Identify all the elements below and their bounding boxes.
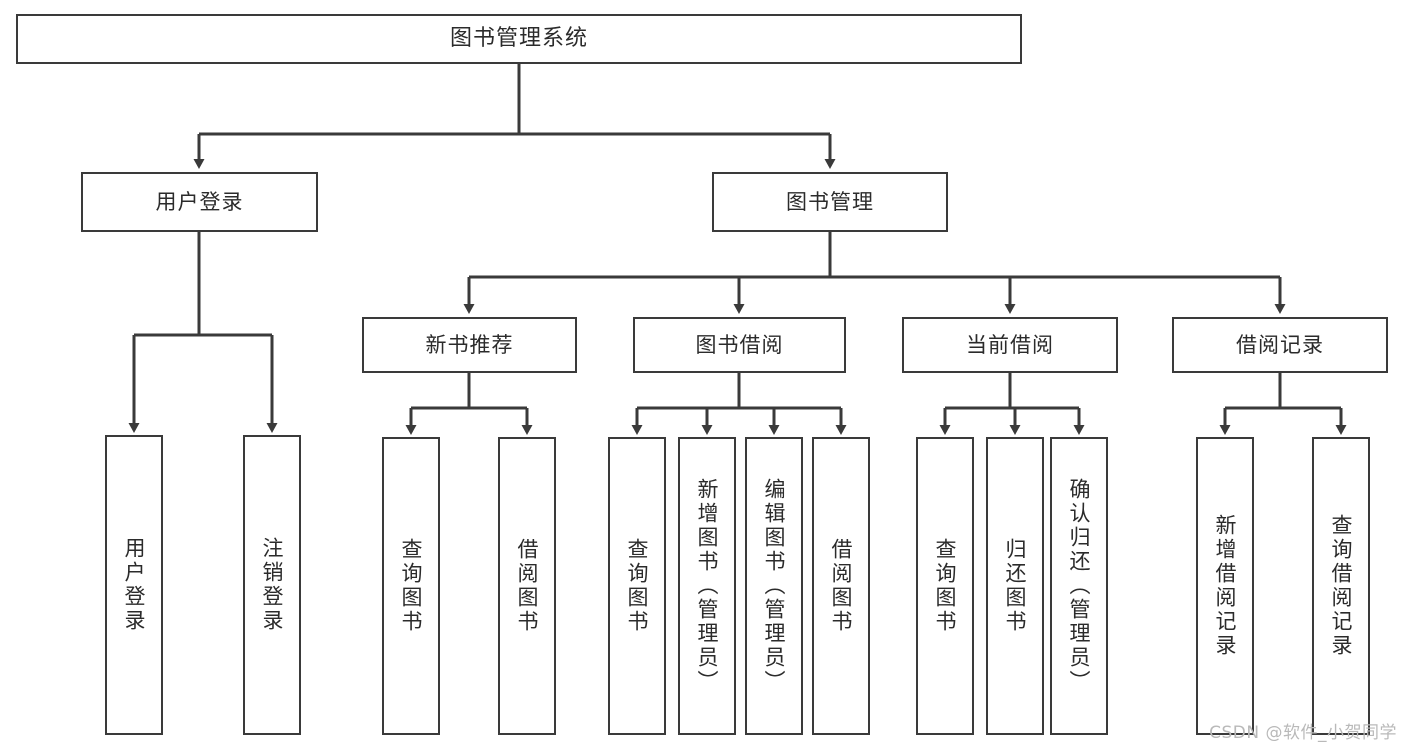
- node-label: 新增图书（管理员）: [695, 478, 720, 694]
- node-label: 查询图书: [625, 538, 650, 634]
- node-book-management[interactable]: 图书管理: [712, 172, 948, 232]
- node-label: 用户登录: [155, 189, 244, 214]
- node-label: 查询图书: [933, 538, 958, 634]
- node-label: 新书推荐: [425, 332, 514, 357]
- leaf-user-login-signout[interactable]: 注销登录: [243, 435, 301, 735]
- leaf-current-query-book[interactable]: 查询图书: [916, 437, 974, 735]
- leaf-recommend-query-book[interactable]: 查询图书: [382, 437, 440, 735]
- node-label: 注销登录: [260, 537, 285, 633]
- leaf-user-login-signin[interactable]: 用户登录: [105, 435, 163, 735]
- node-label: 编辑图书（管理员）: [762, 478, 787, 694]
- node-label: 确认归还（管理员）: [1067, 478, 1092, 694]
- node-book-borrow[interactable]: 图书借阅: [633, 317, 846, 373]
- node-label: 查询图书: [399, 538, 424, 634]
- node-borrow-record[interactable]: 借阅记录: [1172, 317, 1388, 373]
- node-label: 借阅图书: [829, 538, 854, 634]
- node-label: 图书管理: [786, 189, 874, 214]
- node-new-book-recommend[interactable]: 新书推荐: [362, 317, 577, 373]
- leaf-recommend-borrow-book[interactable]: 借阅图书: [498, 437, 556, 735]
- node-user-login[interactable]: 用户登录: [81, 172, 318, 232]
- node-label: 借阅图书: [515, 538, 540, 634]
- node-label: 新增借阅记录: [1213, 514, 1238, 658]
- node-label: 借阅记录: [1236, 332, 1324, 357]
- leaf-record-query-record[interactable]: 查询借阅记录: [1312, 437, 1370, 735]
- node-label: 用户登录: [122, 537, 147, 633]
- node-label: 归还图书: [1003, 538, 1028, 634]
- node-label: 当前借阅: [966, 332, 1054, 357]
- leaf-borrow-query-book[interactable]: 查询图书: [608, 437, 666, 735]
- leaf-borrow-add-book-admin[interactable]: 新增图书（管理员）: [678, 437, 736, 735]
- node-root-book-management-system[interactable]: 图书管理系统: [16, 14, 1022, 64]
- node-label: 查询借阅记录: [1329, 514, 1354, 658]
- node-current-borrow[interactable]: 当前借阅: [902, 317, 1118, 373]
- leaf-current-confirm-return-admin[interactable]: 确认归还（管理员）: [1050, 437, 1108, 735]
- leaf-record-add-record[interactable]: 新增借阅记录: [1196, 437, 1254, 735]
- leaf-borrow-edit-book-admin[interactable]: 编辑图书（管理员）: [745, 437, 803, 735]
- leaf-borrow-borrow-book[interactable]: 借阅图书: [812, 437, 870, 735]
- node-label: 图书借阅: [695, 332, 784, 357]
- leaf-current-return-book[interactable]: 归还图书: [986, 437, 1044, 735]
- node-label: 图书管理系统: [449, 26, 588, 52]
- watermark: CSDN @软件_小贺同学: [1209, 723, 1397, 743]
